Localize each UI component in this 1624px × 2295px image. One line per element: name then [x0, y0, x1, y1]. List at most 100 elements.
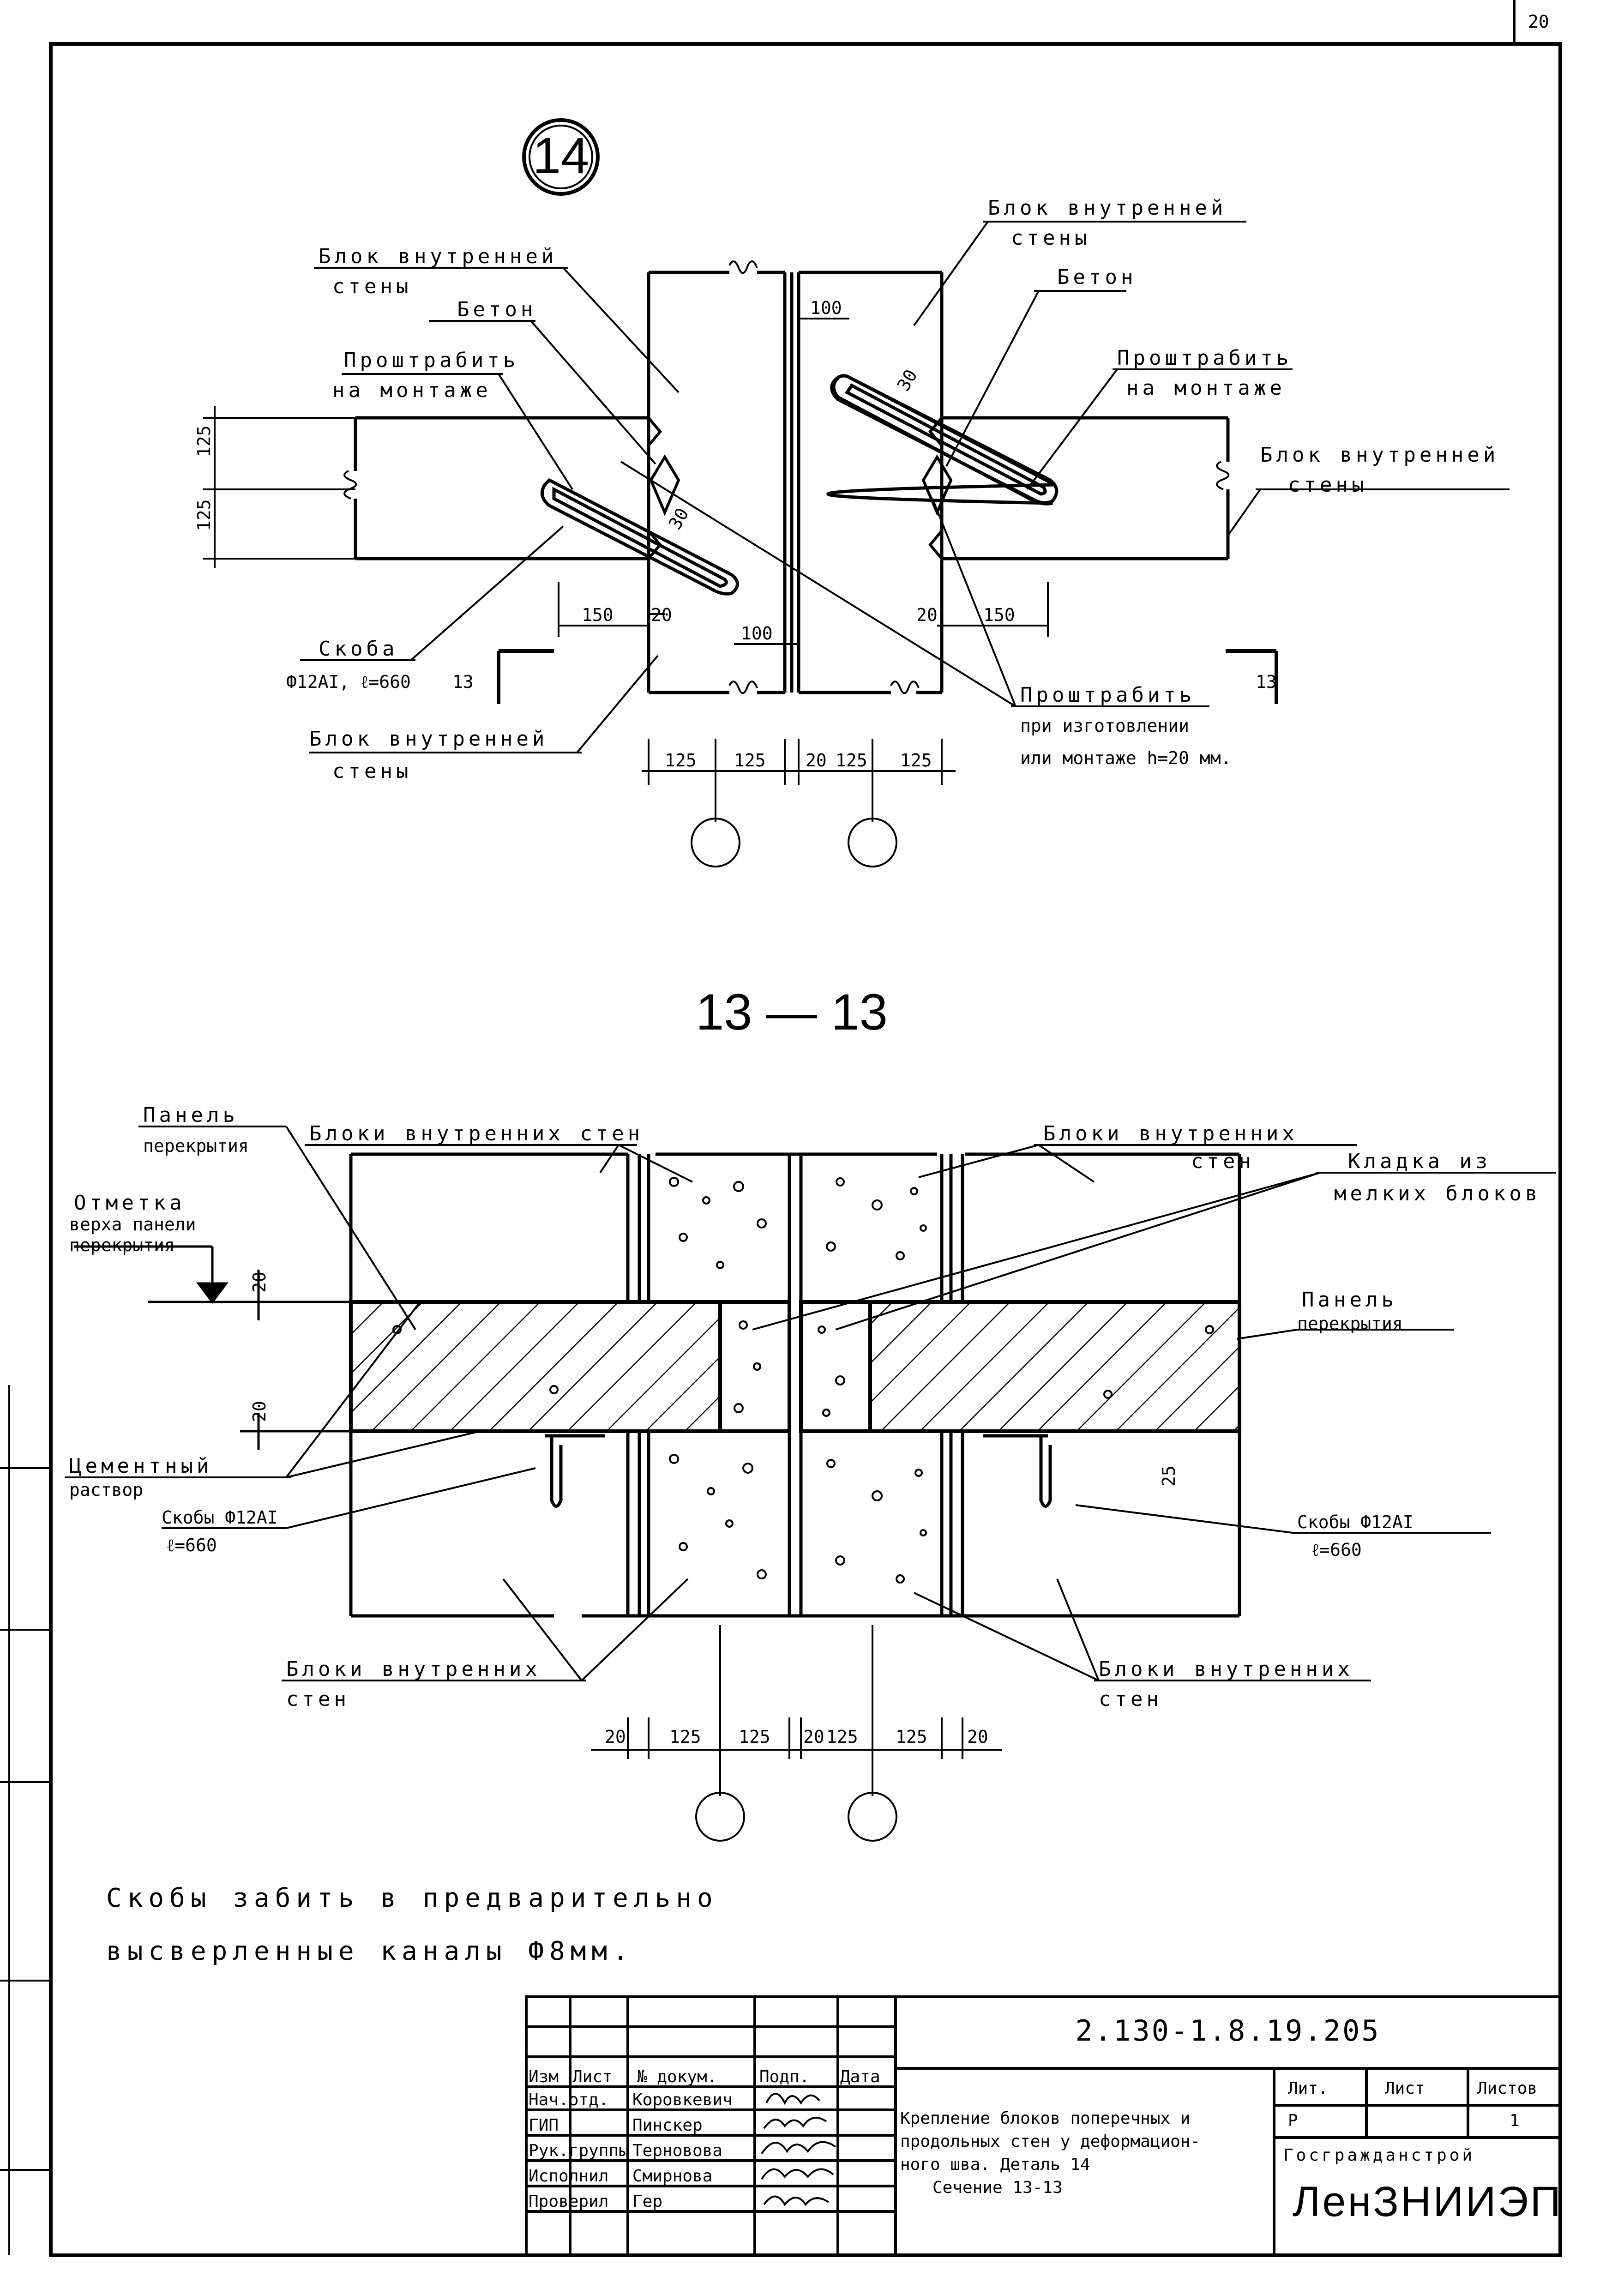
detail-number: 14 [533, 127, 589, 184]
tb-stage-header: Лит. [1288, 2079, 1328, 2098]
label-groove-note-2: при изготовлении [1020, 716, 1189, 736]
dim-sec-base-4: 20 [803, 1727, 824, 1747]
label-block-left-bottom-2: стены [332, 759, 412, 783]
detail-14: 14 [194, 118, 1510, 867]
dim-sec-base-1: 20 [605, 1727, 626, 1747]
label-blocks-bottom-left-1: Блоки внутренних [286, 1657, 541, 1681]
label-mark-1: Отметка [74, 1191, 185, 1215]
dim-125-upper: 125 [194, 425, 214, 457]
dim-20-left: 20 [651, 605, 672, 625]
label-mortar-1: Цементный [69, 1454, 212, 1478]
label-staple-1: Скоба [319, 637, 398, 661]
dim-30-left: 30 [665, 505, 693, 533]
label-blocks-bottom-left-2: стен [286, 1687, 350, 1711]
tb-role-3: Исполнил [529, 2167, 608, 2186]
tb-sheets: 1 [1510, 2111, 1520, 2130]
dim-base-4: 125 [836, 750, 867, 771]
dim-base-5: 125 [900, 750, 932, 771]
label-beton-right: Бетон [1057, 265, 1137, 289]
doc-code: 2.130-1.8.19.205 [1075, 2014, 1380, 2048]
label-mortar-2: раствор [69, 1480, 143, 1500]
note-line-2: высверленные каналы Ф8мм. [106, 1936, 634, 1966]
tb-name-1: Пинскер [632, 2116, 703, 2135]
dim-sec-base-3: 125 [739, 1727, 770, 1747]
tb-name-3: Смирнова [632, 2167, 712, 2186]
detail-number-circle [522, 118, 600, 196]
dim-125-lower: 125 [194, 499, 214, 531]
dim-150-right: 150 [983, 605, 1015, 625]
tb-sheets-header: Листов [1477, 2079, 1537, 2098]
tb-role-2: Рук.группы [529, 2141, 629, 2160]
label-blocks-top-right-2: стен [1191, 1150, 1255, 1173]
tb-description-1: Крепление блоков поперечных и [900, 2109, 1191, 2128]
label-panel-left-1: Панель [143, 1103, 239, 1127]
tb-name-0: Коровкевич [632, 2090, 733, 2109]
label-staples-left-1: Скобы Ф12AI [162, 1507, 278, 1528]
note-line-1: Скобы забить в предварительно [106, 1883, 718, 1913]
dim-base-1: 125 [665, 750, 697, 771]
section-title: 13 — 13 [696, 984, 888, 1041]
tb-role-0: Нач.отд. [529, 2090, 608, 2109]
dim-sec-base-2: 125 [669, 1727, 701, 1747]
dim-h20-a: 20 [249, 1271, 270, 1293]
label-blocks-top-right-1: Блоки внутренних [1043, 1122, 1298, 1145]
label-block-right-top-2: стены [1011, 226, 1090, 250]
section-mark-left: 13 [452, 672, 474, 692]
concrete-fill [392, 1177, 1214, 1584]
dim-100-top: 100 [810, 298, 842, 318]
dim-base-2: 125 [734, 750, 766, 771]
label-groove-left-2: на монтаже [332, 379, 492, 402]
section-mark-right: 13 [1256, 672, 1277, 692]
label-panel-left-2: перекрытия [143, 1136, 249, 1156]
tb-role-1: ГИП [529, 2116, 559, 2135]
label-blocks-bottom-right-2: стен [1099, 1687, 1162, 1711]
dim-sec-base-5: 125 [826, 1727, 858, 1747]
tb-header-list: Лист [572, 2067, 613, 2086]
label-mark-3: перекрытия [69, 1235, 175, 1255]
tb-name-2: Терновова [632, 2141, 722, 2160]
dim-sec-base-7: 20 [967, 1727, 988, 1747]
dim-base-3: 20 [806, 750, 827, 771]
label-masonry-1: Кладка из [1348, 1150, 1491, 1173]
label-panel-right-2: перекрытия [1297, 1313, 1403, 1334]
label-panel-right-1: Панель [1302, 1288, 1397, 1312]
label-groove-right-1: Проштрабить [1117, 346, 1292, 370]
dim-150-left: 150 [582, 605, 614, 625]
tb-description-3: ного шва. Деталь 14 [900, 2155, 1090, 2174]
label-blocks-top-left: Блоки внутренних стен [309, 1122, 644, 1145]
label-block-left-top-2: стены [332, 275, 412, 298]
label-block-right-2: стены [1288, 473, 1367, 497]
tb-header-izm: Изм [529, 2067, 559, 2086]
label-block-right-top-1: Блок внутренней [988, 196, 1227, 220]
tb-description-2: продольных стен у деформацион- [900, 2132, 1200, 2151]
tb-header-sign: Подп. [759, 2067, 809, 2086]
tb-role-4: Проверил [529, 2192, 608, 2211]
dim-sec-base-6: 125 [896, 1727, 927, 1747]
label-masonry-2: мелких блоков [1334, 1182, 1541, 1205]
section-13-13: 13 — 13 [65, 984, 1556, 1842]
dim-100-mid: 100 [741, 623, 773, 644]
dim-h20-b: 20 [249, 1401, 270, 1422]
label-groove-left-1: Проштрабить [344, 349, 519, 372]
dim-20-right: 20 [916, 605, 938, 625]
label-block-left-top-1: Блок внутренней [319, 245, 557, 268]
label-groove-right-2: на монтаже [1126, 376, 1286, 400]
tb-header-date: Дата [840, 2067, 880, 2086]
label-staples-left-2: ℓ=660 [166, 1535, 217, 1555]
label-staples-right-1: Скобы Ф12AI [1297, 1512, 1413, 1532]
tb-description-4: Сечение 13-13 [932, 2178, 1063, 2197]
tb-agency: Госгражданстрой [1283, 2146, 1475, 2165]
label-staple-2: Ф12AI, ℓ=660 [286, 672, 411, 692]
dim-h25: 25 [1159, 1465, 1179, 1487]
sheet-frame [0, 0, 1562, 2257]
tb-header-doc: № докум. [637, 2067, 717, 2086]
tb-sheet-header: Лист [1385, 2079, 1425, 2098]
tb-org: ЛенЗНИИЭП [1293, 2178, 1563, 2225]
signatures [761, 2093, 836, 2206]
dim-30-right: 30 [893, 366, 921, 395]
label-mark-2: верха панели [69, 1214, 196, 1235]
tb-name-4: Гер [632, 2192, 662, 2211]
label-groove-note-1: Проштрабить [1020, 683, 1195, 707]
title-block [525, 1995, 1562, 2257]
